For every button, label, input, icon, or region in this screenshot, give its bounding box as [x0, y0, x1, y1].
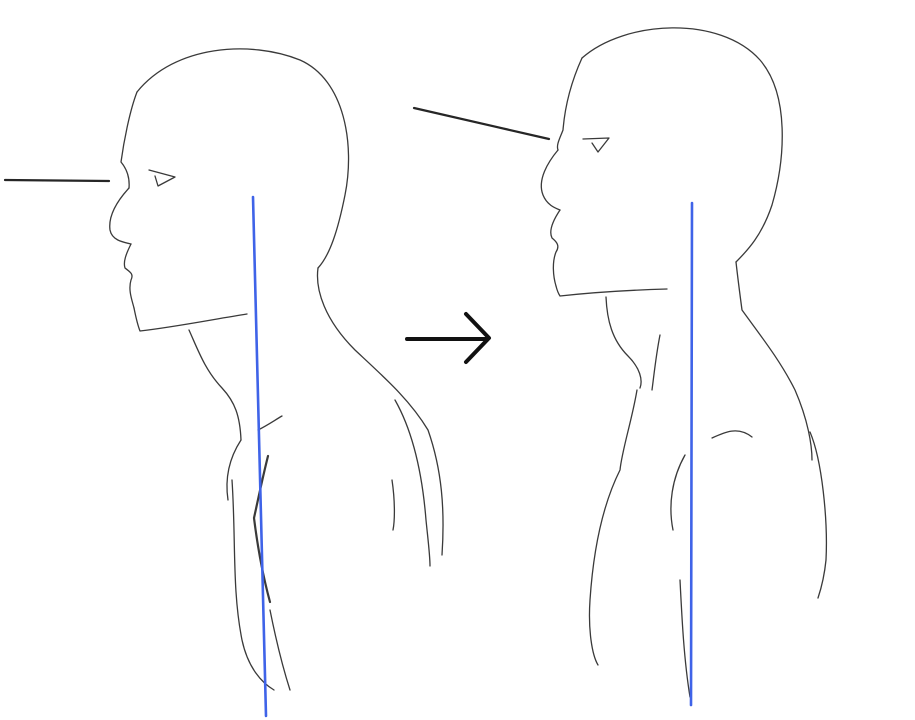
head-outline-after — [581, 27, 783, 263]
forehead-after — [556, 57, 583, 151]
neck-muscle-after — [651, 334, 661, 391]
collarbone-after — [711, 430, 753, 439]
right-arrow-icon — [405, 312, 491, 364]
lips-before — [123, 243, 135, 309]
lips-after — [550, 209, 561, 287]
sight-line-before — [3, 178, 111, 183]
shoulder-before — [394, 399, 431, 567]
correction-stroke-before — [252, 454, 272, 604]
sight-line-after — [412, 106, 551, 141]
nose-before — [109, 187, 132, 245]
chest-before — [226, 439, 242, 501]
chin-jaw-before — [133, 307, 248, 332]
head-outline-before — [136, 48, 350, 269]
figure-after — [412, 27, 827, 707]
chin-jaw-after — [555, 285, 668, 297]
collarbone-before — [257, 415, 283, 431]
back-line-after — [679, 579, 691, 698]
figure-before — [3, 48, 444, 718]
throat-front-before — [188, 329, 242, 441]
throat-front-after — [605, 296, 642, 389]
back-line-before — [269, 609, 291, 691]
plumb-line-before — [251, 195, 268, 718]
forehead-before — [120, 91, 138, 189]
eye-after — [582, 137, 610, 153]
torso-front-after — [588, 389, 638, 666]
shoulder-after — [809, 431, 827, 599]
eye-before — [148, 169, 176, 187]
plumb-line-after — [689, 201, 694, 707]
arm-before — [391, 479, 396, 531]
neck-back-before — [316, 267, 444, 556]
nose-after — [540, 149, 561, 211]
neck-back-after — [735, 261, 813, 461]
chest-after — [670, 454, 686, 531]
torso-front-before — [231, 479, 275, 691]
